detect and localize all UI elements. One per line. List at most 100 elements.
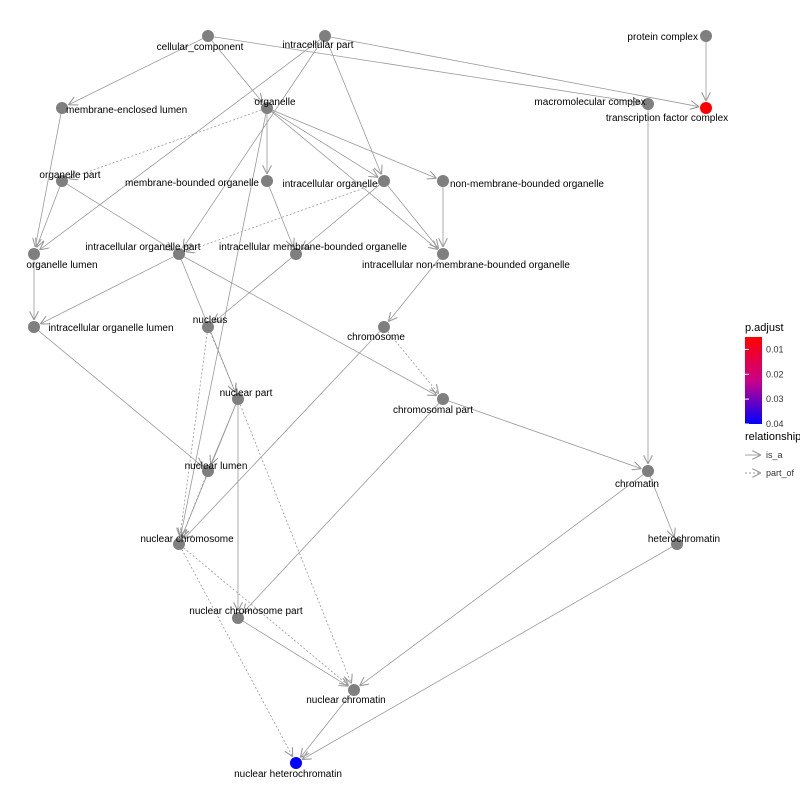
edge-chromatin-to-nuclear_chromatin <box>360 474 644 686</box>
node-label-intracellular-non-membrane-bounded-organelle: intracellular non-membrane-bounded organ… <box>362 260 570 271</box>
legend-part-of-label: part_of <box>766 468 795 478</box>
edges-layer <box>34 36 706 760</box>
node-label-chromosomal-part: chromosomal part <box>393 405 473 416</box>
edge-intracellular_membrane_bounded_organelle-to-nucleus <box>213 257 292 323</box>
legend-relationship-title: relationship <box>745 431 800 443</box>
node-nucleus[interactable] <box>202 321 214 333</box>
edge-nucleus-to-nuclear_part <box>209 332 235 393</box>
edge-organelle_part-to-intracellular_organelle_part <box>66 183 173 250</box>
edge-nuclear_part-to-nuclear_chromatin <box>239 404 351 684</box>
node-transcription-factor-complex[interactable] <box>700 102 712 114</box>
node-nuclear-part[interactable] <box>232 393 244 405</box>
edge-heterochromatin-to-nuclear_heterochromatin <box>302 546 672 760</box>
node-label-nucleus: nucleus <box>193 315 227 326</box>
node-label-non-membrane-bounded-organelle: non-membrane-bounded organelle <box>450 179 604 190</box>
node-label-intracellular-organelle-part: intracellular organelle part <box>85 242 200 253</box>
edge-chromosomal_part-to-chromatin <box>448 400 642 469</box>
node-nuclear-chromosome-part[interactable] <box>232 612 244 624</box>
nodes-layer <box>28 30 712 769</box>
edge-chromosomal_part-to-nuclear_chromosome_part <box>243 403 440 613</box>
node-intracellular-non-membrane-bounded-organelle[interactable] <box>437 248 449 260</box>
edge-chromosome-to-chromosomal_part <box>387 331 439 394</box>
node-cellular-component[interactable] <box>202 30 214 42</box>
legend-is-a-label: is_a <box>766 450 783 460</box>
edge-intracellular_part-to-organelle_lumen <box>40 39 321 250</box>
node-macromolecular-complex[interactable] <box>642 98 654 110</box>
node-intracellular-organelle[interactable] <box>378 175 390 187</box>
edge-cellular_component-to-membrane_enclosed_lumen <box>68 38 203 105</box>
node-label-nuclear-part: nuclear part <box>220 388 273 399</box>
node-intracellular-membrane-bounded-organelle[interactable] <box>290 248 302 260</box>
node-nuclear-chromosome[interactable] <box>173 538 185 550</box>
node-organelle[interactable] <box>261 102 273 114</box>
node-intracellular-organelle-lumen[interactable] <box>28 321 40 333</box>
node-label-nuclear-chromosome: nuclear chromosome <box>140 534 234 545</box>
edge-intracellular_non_membrane_bounded_organelle-to-chromosome <box>388 258 440 322</box>
node-organelle-part[interactable] <box>56 175 68 187</box>
edge-cellular_component-to-organelle <box>211 40 263 103</box>
node-label-transcription-factor-complex: transcription factor complex <box>606 113 728 124</box>
edge-intracellular_organelle-to-intracellular_membrane_bounded_organelle <box>301 184 380 250</box>
node-label-protein-complex: protein complex <box>627 32 698 43</box>
node-label-macromolecular-complex: macromolecular complex <box>534 97 645 108</box>
node-label-cellular-component: cellular_component <box>157 42 244 53</box>
legend-tick-label: 0.04 <box>766 419 784 429</box>
edge-nuclear_chromosome-to-nuclear_heterochromatin <box>181 549 293 757</box>
node-protein-complex[interactable] <box>700 30 712 42</box>
node-label-chromatin: chromatin <box>615 479 659 490</box>
node-nuclear-lumen[interactable] <box>202 465 214 477</box>
edge-chromatin-to-heterochromatin <box>649 476 674 538</box>
node-heterochromatin[interactable] <box>671 538 683 550</box>
node-label-nuclear-lumen: nuclear lumen <box>185 461 248 472</box>
node-label-intracellular-part: intracellular part <box>282 40 353 51</box>
node-label-intracellular-organelle-lumen: intracellular organelle lumen <box>48 323 173 334</box>
node-membrane-bounded-organelle[interactable] <box>261 175 273 187</box>
edge-chromosome-to-nuclear_chromosome <box>184 331 381 539</box>
legend: p.adjust 0.01 0.02 0.03 0.04 relationship i… <box>745 322 800 478</box>
node-label-organelle-part: organelle part <box>39 170 100 181</box>
node-label-intracellular-organelle: intracellular organelle <box>282 179 377 190</box>
legend-color-bar <box>745 337 762 424</box>
edge-nuclear_chromosome_part-to-nuclear_chromatin <box>242 620 348 686</box>
node-non-membrane-bounded-organelle[interactable] <box>437 175 449 187</box>
edge-organelle-to-intracellular_non_membrane_bounded_organelle <box>271 111 438 250</box>
node-label-membrane-bounded-organelle: membrane-bounded organelle <box>125 178 259 189</box>
legend-color-ticks: 0.01 0.02 0.03 0.04 <box>745 344 784 429</box>
legend-tick-label: 0.03 <box>766 394 784 404</box>
edge-intracellular_organelle_part-to-intracellular_organelle_lumen <box>40 256 174 324</box>
node-label-nuclear-chromosome-part: nuclear chromosome part <box>189 606 303 617</box>
edge-intracellular_part-to-transcription_factor_complex <box>330 36 699 107</box>
node-chromatin[interactable] <box>642 465 654 477</box>
node-chromosome[interactable] <box>378 321 390 333</box>
edge-nuclear_chromatin-to-nuclear_heterochromatin <box>300 694 351 758</box>
legend-tick-label: 0.02 <box>766 369 784 379</box>
edge-intracellular_organelle_lumen-to-nuclear_lumen <box>38 330 203 467</box>
edge-intracellular_part-to-intracellular_organelle_part <box>183 40 323 248</box>
legend-tick-label: 0.01 <box>766 344 784 354</box>
node-label-organelle-lumen: organelle lumen <box>26 260 97 271</box>
legend-color-title: p.adjust <box>745 322 784 334</box>
labels-layer: cellular_component intracellular part prot… <box>26 32 728 780</box>
node-chromosomal-part[interactable] <box>437 393 449 405</box>
node-label-chromosome: chromosome <box>347 332 405 343</box>
edge-membrane_enclosed_lumen-to-organelle_lumen <box>35 113 62 247</box>
node-organelle-lumen[interactable] <box>28 248 40 260</box>
node-label-nuclear-heterochromatin: nuclear heterochromatin <box>234 769 342 780</box>
node-label-membrane-enclosed-lumen: membrane-enclosed lumen <box>66 105 187 116</box>
node-nuclear-heterochromatin[interactable] <box>290 757 302 769</box>
edge-membrane_bounded_organelle-to-intracellular_membrane_bounded_organelle <box>268 186 293 248</box>
node-label-nuclear-chromatin: nuclear chromatin <box>306 695 385 706</box>
node-membrane-enclosed-lumen[interactable] <box>56 102 68 114</box>
edge-nuclear_lumen-to-nuclear_chromosome <box>182 476 207 538</box>
edge-cellular_component-to-macromolecular_complex <box>213 36 641 103</box>
node-label-heterochromatin: heterochromatin <box>648 534 720 545</box>
node-intracellular-organelle-part[interactable] <box>173 248 185 260</box>
node-label-organelle: organelle <box>254 97 296 108</box>
node-intracellular-part[interactable] <box>319 30 331 42</box>
edge-organelle_part-to-organelle_lumen <box>37 186 61 248</box>
edge-organelle-to-organelle_part <box>69 109 262 179</box>
edge-organelle-to-intracellular_organelle <box>271 110 378 177</box>
node-nuclear-chromatin[interactable] <box>348 684 360 696</box>
edge-organelle-to-non_membrane_bounded_organelle <box>272 109 437 178</box>
